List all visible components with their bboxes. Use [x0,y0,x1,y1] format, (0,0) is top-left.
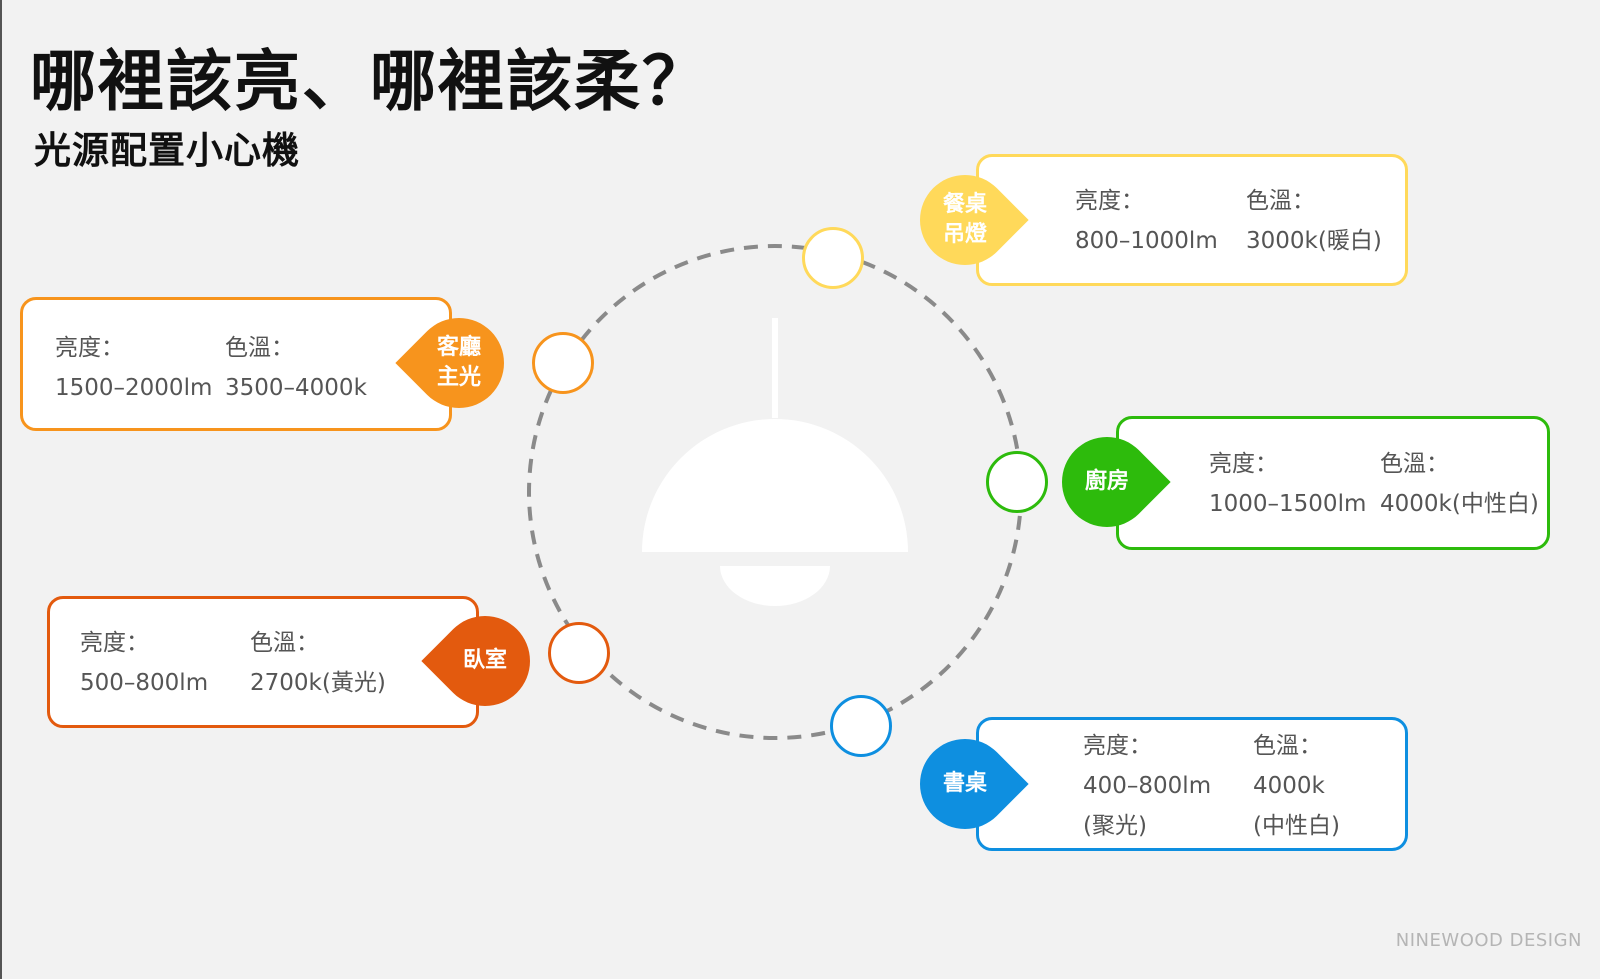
kitchen-brightness-label: 亮度： [1209,451,1278,477]
living-room-name: 客廳 主光 [436,334,482,390]
desk-name: 書桌 [942,770,988,796]
desk-brightness-label: 亮度： [1083,733,1152,759]
bedroom-color-temp-value: 2700k(黃光) [250,670,386,696]
desk-brightness-value: 400–800lm (聚光) [1083,773,1212,839]
bedroom-name: 臥室 [462,647,508,673]
dining-color-temp-label: 色溫： [1246,188,1315,214]
pendant-lamp-icon [642,318,908,606]
desk-color-temp-label: 色溫： [1253,733,1322,759]
living-brightness-value: 1500–2000lm [55,375,213,401]
dining-color-temp-value: 3000k(暖白) [1246,228,1382,254]
bedroom-card: 亮度： 500–800lm 色溫： 2700k(黃光) [47,596,479,728]
kitchen-name: 廚房 [1084,468,1130,494]
kitchen-card: 亮度： 1000–1500lm 色溫： 4000k(中性白) [1116,416,1550,550]
living-room-card: 亮度： 1500–2000lm 色溫： 3500–4000k [20,297,452,431]
kitchen-brightness-value: 1000–1500lm [1209,491,1367,517]
page-subtitle: 光源配置小心機 [34,129,300,172]
kitchen-color-temp-label: 色溫： [1380,451,1449,477]
living-brightness-label: 亮度： [55,335,124,361]
kitchen-color-temp-value: 4000k(中性白) [1380,491,1539,517]
living-color-temp-value: 3500–4000k [225,375,367,401]
bedroom-brightness-label: 亮度： [80,630,149,656]
bedroom-brightness-value: 500–800lm [80,670,209,696]
bedroom-node [548,622,610,684]
dining-node [802,227,864,289]
brand-watermark: NINEWOOD DESIGN [1395,930,1582,951]
kitchen-node [986,451,1048,513]
desk-node [830,695,892,757]
dining-card: 亮度： 800–1000lm 色溫： 3000k(暖白) [976,154,1408,286]
desk-card: 亮度： 400–800lm (聚光) 色溫： 4000k (中性白) [976,717,1408,851]
desk-color-temp-value: 4000k (中性白) [1253,773,1340,839]
dining-name: 餐桌 吊燈 [942,191,988,247]
living-room-node [532,332,594,394]
living-color-temp-label: 色溫： [225,335,294,361]
bedroom-color-temp-label: 色溫： [250,630,319,656]
dining-brightness-value: 800–1000lm [1075,228,1218,254]
left-edge-divider [0,0,2,979]
page-title: 哪裡該亮、哪裡該柔？ [30,43,710,120]
dining-brightness-label: 亮度： [1075,188,1144,214]
